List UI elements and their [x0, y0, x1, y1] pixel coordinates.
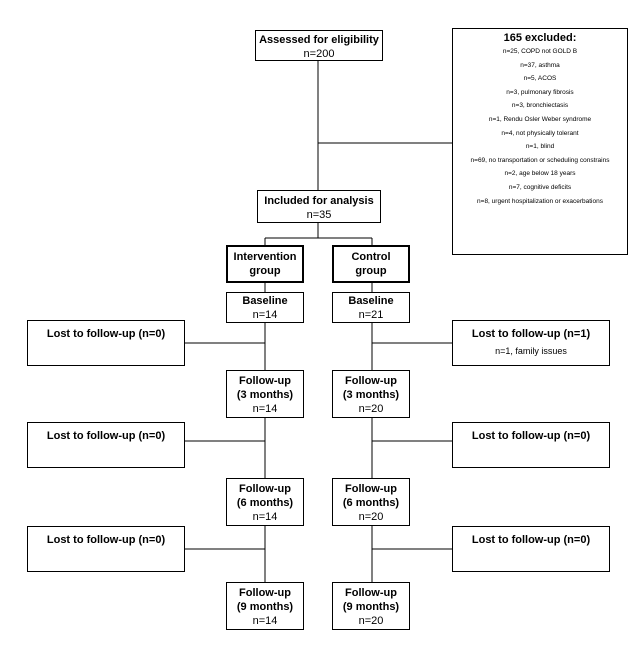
intervention-fu6-title: Follow-up — [239, 483, 291, 495]
intervention-fu3-count: n=14 — [252, 403, 278, 415]
control-group-label-2: group — [355, 265, 387, 277]
intervention-baseline-title: Baseline — [242, 295, 288, 307]
control-group-box: Control group — [332, 245, 410, 283]
control-fu6-title: Follow-up — [345, 483, 397, 495]
control-fu6-period: (6 months) — [342, 497, 400, 509]
intervention-group-label: Intervention — [233, 251, 297, 263]
excluded-item: n=3, pulmonary fibrosis — [506, 88, 574, 96]
control-fu3-title: Follow-up — [345, 375, 397, 387]
excluded-item: n=1, Rendu Osler Weber syndrome — [488, 115, 592, 123]
excluded-box: 165 excluded: n=25, COPD not GOLD B n=37… — [452, 28, 628, 255]
assessed-title: Assessed for eligibility — [259, 34, 379, 46]
intervention-fu6-count: n=14 — [252, 511, 278, 523]
excluded-item: n=7, cognitive deficits — [508, 183, 572, 191]
intervention-baseline-count: n=14 — [252, 309, 278, 321]
control-fu6-box: Follow-up (6 months) n=20 — [332, 478, 410, 526]
control-fu9-count: n=20 — [358, 615, 384, 627]
control-baseline-box: Baseline n=21 — [332, 292, 410, 323]
control-fu3-period: (3 months) — [342, 389, 400, 401]
intervention-fu6-box: Follow-up (6 months) n=14 — [226, 478, 304, 526]
intervention-fu3-box: Follow-up (3 months) n=14 — [226, 370, 304, 418]
control-lost1-detail: n=1, family issues — [495, 346, 567, 356]
assessed-box: Assessed for eligibility n=200 — [255, 30, 383, 61]
control-fu9-title: Follow-up — [345, 587, 397, 599]
intervention-fu9-box: Follow-up (9 months) n=14 — [226, 582, 304, 630]
intervention-fu6-period: (6 months) — [236, 497, 294, 509]
intervention-fu9-title: Follow-up — [239, 587, 291, 599]
control-baseline-count: n=21 — [358, 309, 384, 321]
control-lost3-title: Lost to follow-up (n=0) — [471, 534, 591, 546]
excluded-item: n=5, ACOS — [523, 75, 557, 83]
control-fu6-count: n=20 — [358, 511, 384, 523]
control-fu3-count: n=20 — [358, 403, 384, 415]
intervention-lost3-title: Lost to follow-up (n=0) — [46, 534, 166, 546]
control-fu3-box: Follow-up (3 months) n=20 — [332, 370, 410, 418]
control-lost3-box: Lost to follow-up (n=0) — [452, 526, 610, 572]
intervention-lost1-box: Lost to follow-up (n=0) — [27, 320, 185, 366]
excluded-item: n=8, urgent hospitalization or exacerbat… — [477, 197, 603, 205]
excluded-item: n=25, COPD not GOLD B — [502, 48, 578, 55]
intervention-fu9-period: (9 months) — [236, 601, 294, 613]
control-lost2-title: Lost to follow-up (n=0) — [471, 430, 591, 442]
control-lost1-title: Lost to follow-up (n=1) — [471, 328, 591, 340]
excluded-item: n=3, bronchiectasis — [511, 102, 569, 110]
excluded-item: n=37, asthma — [520, 61, 560, 69]
intervention-lost2-title: Lost to follow-up (n=0) — [46, 430, 166, 442]
included-box: Included for analysis n=35 — [257, 190, 381, 223]
excluded-item: n=2, age below 18 years — [504, 170, 576, 178]
intervention-fu3-title: Follow-up — [239, 375, 291, 387]
intervention-lost3-box: Lost to follow-up (n=0) — [27, 526, 185, 572]
intervention-group-box: Intervention group — [226, 245, 304, 283]
intervention-group-label-2: group — [249, 265, 281, 277]
included-count: n=35 — [306, 209, 332, 221]
excluded-title: 165 excluded: — [503, 32, 577, 44]
excluded-item: n=4, not physically tolerant — [501, 129, 579, 137]
intervention-lost2-box: Lost to follow-up (n=0) — [27, 422, 185, 468]
intervention-lost1-title: Lost to follow-up (n=0) — [46, 328, 166, 340]
excluded-item: n=69, no transportation or scheduling co… — [470, 156, 610, 164]
control-lost2-box: Lost to follow-up (n=0) — [452, 422, 610, 468]
excluded-item: n=1, blind — [525, 143, 555, 151]
control-lost1-box: Lost to follow-up (n=1) n=1, family issu… — [452, 320, 610, 366]
intervention-fu9-count: n=14 — [252, 615, 278, 627]
intervention-baseline-box: Baseline n=14 — [226, 292, 304, 323]
control-baseline-title: Baseline — [348, 295, 394, 307]
control-group-label: Control — [351, 251, 391, 263]
control-fu9-period: (9 months) — [342, 601, 400, 613]
intervention-fu3-period: (3 months) — [236, 389, 294, 401]
included-title: Included for analysis — [264, 195, 374, 207]
control-fu9-box: Follow-up (9 months) n=20 — [332, 582, 410, 630]
assessed-count: n=200 — [303, 48, 335, 60]
